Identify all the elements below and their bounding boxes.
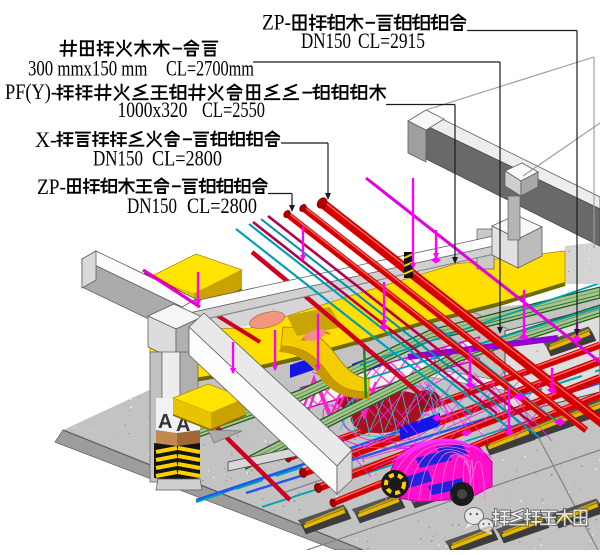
svg-text:ZP-: ZP- [37, 176, 66, 199]
svg-text:CL=2800: CL=2800 [187, 194, 257, 218]
svg-text:A: A [158, 411, 172, 433]
svg-text:CL=2800: CL=2800 [152, 147, 222, 171]
svg-text:CL=2550: CL=2550 [202, 99, 265, 123]
svg-text:CL=2915: CL=2915 [358, 29, 425, 53]
svg-text:ZP-: ZP- [262, 11, 291, 34]
svg-text:DN150: DN150 [93, 146, 143, 171]
svg-text:PF(Y)-: PF(Y)- [5, 81, 57, 105]
svg-text:X-: X- [35, 127, 57, 152]
svg-text:DN150: DN150 [301, 29, 351, 54]
svg-text:1000x320: 1000x320 [118, 98, 188, 122]
svg-text:DN150: DN150 [127, 194, 177, 219]
svg-text:300 mmx150 mm: 300 mmx150 mm [28, 58, 147, 82]
svg-text:CL=2700mm: CL=2700mm [166, 57, 254, 81]
